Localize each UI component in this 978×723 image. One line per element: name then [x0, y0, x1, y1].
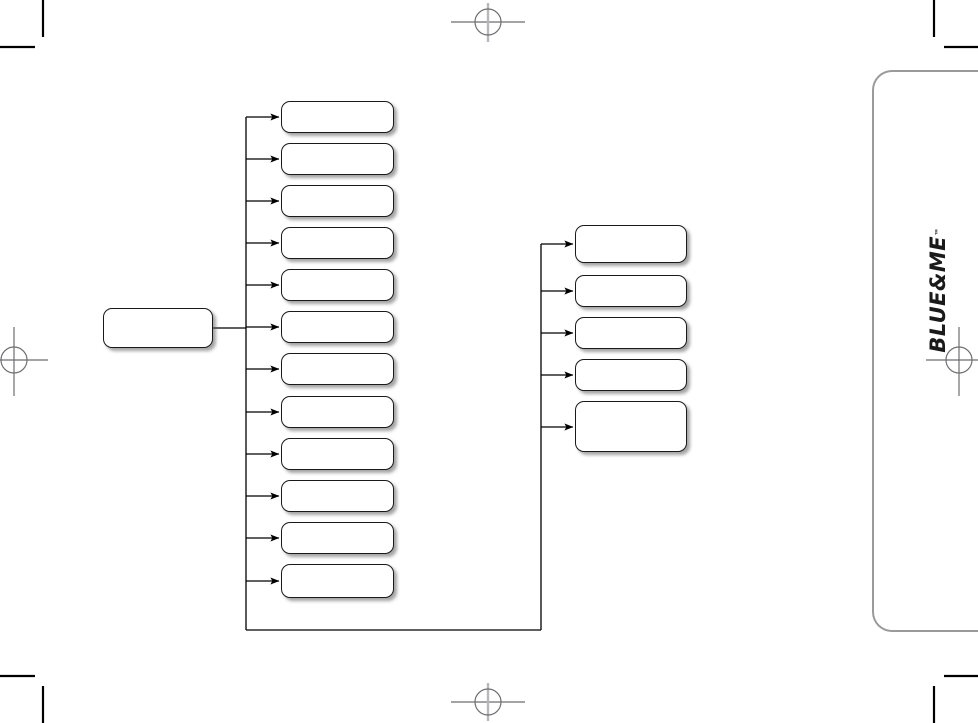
submenu-node[interactable] [575, 401, 687, 452]
root-node[interactable] [103, 308, 213, 348]
crop-mark-top-right [932, 0, 978, 49]
menu-node[interactable] [281, 353, 394, 385]
branch-arrows-column-one [246, 113, 280, 585]
menu-node[interactable] [281, 522, 394, 554]
crop-mark-bottom-right [932, 674, 978, 723]
menu-node[interactable] [281, 185, 394, 217]
menu-node[interactable] [281, 480, 394, 512]
crop-mark-top-left [0, 0, 45, 49]
registration-mark-top [451, 3, 525, 42]
menu-node[interactable] [281, 143, 394, 175]
submenu-node[interactable] [575, 275, 687, 307]
menu-node[interactable] [281, 564, 394, 598]
brand-logo-text: BLUE&ME [926, 235, 950, 353]
registration-mark-right [926, 327, 978, 396]
branch-arrows-column-two [541, 240, 574, 431]
brand-side-panel [872, 70, 978, 632]
submenu-node[interactable] [575, 359, 687, 391]
registration-mark-left [0, 327, 48, 396]
registration-mark-bottom [451, 683, 525, 721]
menu-node[interactable] [281, 396, 394, 428]
menu-node[interactable] [281, 101, 394, 133]
menu-node[interactable] [281, 438, 394, 470]
menu-node[interactable] [281, 227, 394, 259]
menu-node[interactable] [281, 311, 394, 343]
submenu-node[interactable] [575, 317, 687, 349]
crop-mark-bottom-left [0, 674, 45, 723]
menu-node[interactable] [281, 269, 394, 301]
brand-trademark-mark: ™ [933, 227, 943, 236]
submenu-node[interactable] [575, 225, 687, 263]
